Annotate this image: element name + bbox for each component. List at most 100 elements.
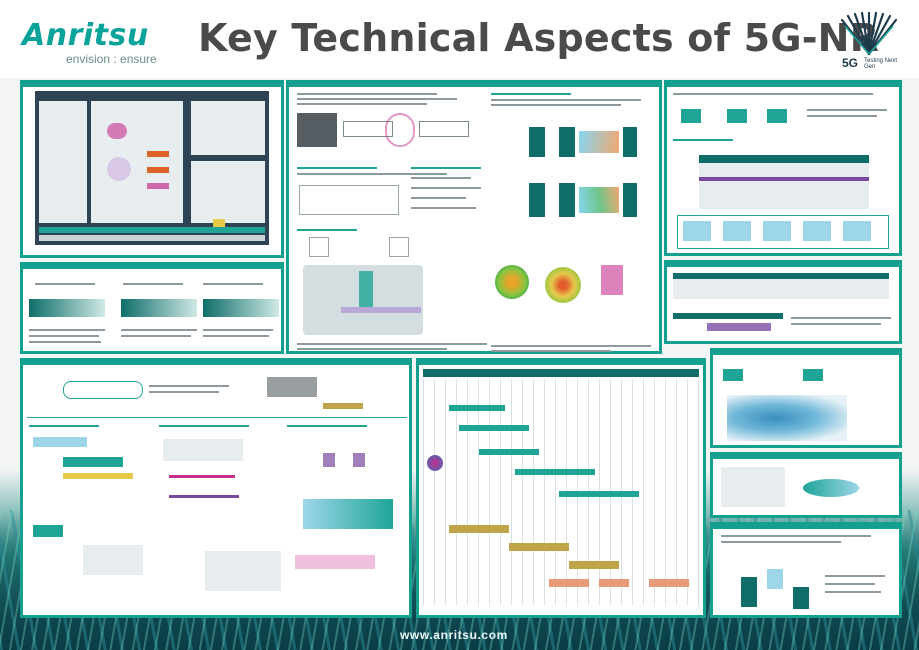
network-node bbox=[723, 369, 743, 381]
roadmap-bar bbox=[599, 579, 629, 587]
test-device-icon bbox=[741, 577, 757, 607]
panel-network-slicing bbox=[710, 452, 902, 518]
logo-wordmark: Anritsu bbox=[22, 18, 149, 53]
band-highlight bbox=[707, 323, 771, 331]
table-header bbox=[673, 313, 783, 319]
arch-column-c bbox=[191, 101, 265, 155]
slot bbox=[683, 221, 711, 241]
arch-column-b bbox=[91, 101, 183, 223]
panel-protocol bbox=[20, 358, 412, 618]
mini-table bbox=[83, 545, 143, 575]
arch-node bbox=[107, 157, 131, 181]
table-header bbox=[673, 273, 889, 279]
roadmap-bar bbox=[449, 405, 505, 411]
roadmap-bar bbox=[449, 525, 509, 533]
arch-column-a bbox=[39, 101, 87, 223]
beam-pattern-a bbox=[495, 265, 529, 299]
arch-link bbox=[147, 151, 169, 157]
network-node bbox=[803, 369, 823, 381]
slot-diagram bbox=[677, 215, 889, 249]
network-node bbox=[767, 109, 787, 123]
anritsu-logo: Anritsu envision : ensure bbox=[22, 18, 157, 67]
mimo-block bbox=[529, 127, 545, 157]
arch-link bbox=[213, 219, 225, 227]
roadmap-bar bbox=[459, 425, 529, 431]
panel-roadmap bbox=[416, 358, 706, 618]
network-node bbox=[727, 109, 747, 123]
arch-bus bbox=[39, 227, 265, 233]
mini-table bbox=[721, 467, 785, 507]
logo-tagline: envision : ensure bbox=[66, 52, 157, 66]
equipment-icon bbox=[267, 377, 317, 397]
arch-column-d bbox=[191, 161, 265, 223]
slice-disc bbox=[803, 479, 859, 497]
roadmap-bar bbox=[559, 491, 639, 497]
test-device-icon bbox=[767, 569, 783, 589]
world-map bbox=[727, 395, 847, 441]
timeline-bar bbox=[33, 437, 87, 447]
panel-global-status bbox=[710, 348, 902, 448]
spectrum-shape bbox=[203, 299, 279, 317]
globe-icon bbox=[427, 455, 443, 471]
slot bbox=[803, 221, 831, 241]
mimo-block bbox=[529, 183, 545, 217]
5g-badge-subtitle: Testing Next Gen bbox=[864, 58, 898, 70]
panel-test-solutions bbox=[710, 522, 902, 618]
roadmap-header bbox=[423, 369, 699, 377]
beam-pattern-c bbox=[601, 265, 623, 295]
cable bbox=[323, 403, 363, 409]
slot bbox=[843, 221, 871, 241]
network-node bbox=[681, 109, 701, 123]
panel-numerology bbox=[20, 262, 284, 354]
beam-ray bbox=[341, 307, 421, 313]
beam-shape bbox=[385, 113, 415, 147]
resource-block bbox=[323, 453, 335, 467]
device-icon bbox=[309, 237, 329, 257]
table-header bbox=[699, 155, 869, 163]
frame-structure bbox=[303, 499, 393, 529]
signal-line bbox=[169, 475, 235, 478]
mimo-block bbox=[623, 183, 637, 217]
device-icon bbox=[389, 237, 409, 257]
block-diagram bbox=[299, 185, 399, 215]
slot bbox=[763, 221, 791, 241]
panel-physical-layer bbox=[286, 80, 662, 354]
footer-url[interactable]: www.anritsu.com bbox=[400, 628, 508, 642]
roadmap-bar bbox=[509, 543, 569, 551]
timeline-bar bbox=[63, 457, 123, 467]
mimo-streams bbox=[579, 131, 619, 153]
mini-table bbox=[163, 439, 243, 461]
arch-bus bbox=[39, 235, 265, 241]
slot bbox=[723, 221, 751, 241]
panel-architecture bbox=[20, 80, 284, 258]
spectrum-shape bbox=[29, 299, 105, 317]
mimo-block bbox=[623, 127, 637, 157]
antenna-array-icon bbox=[297, 113, 337, 147]
frame-structure bbox=[295, 555, 375, 569]
5g-badge-label: 5G bbox=[842, 56, 859, 70]
5g-badge: 5G Testing Next Gen bbox=[836, 11, 902, 74]
beam-pattern-b bbox=[545, 267, 581, 303]
5g-fan-icon bbox=[840, 11, 898, 56]
resource-block bbox=[353, 453, 365, 467]
mimo-block bbox=[559, 127, 575, 157]
mini-table bbox=[205, 551, 281, 591]
parameter-table bbox=[699, 155, 869, 209]
table-highlight-row bbox=[699, 177, 869, 181]
signal-block bbox=[419, 121, 469, 137]
arch-link bbox=[147, 167, 169, 173]
signal-block bbox=[343, 121, 393, 137]
test-device-icon bbox=[793, 587, 809, 609]
arch-link bbox=[147, 183, 169, 189]
panel-frequency-bands bbox=[664, 260, 902, 344]
panel-deployment bbox=[664, 80, 902, 256]
timeline-bar bbox=[33, 525, 63, 537]
arch-node bbox=[107, 123, 127, 139]
roadmap-bar bbox=[649, 579, 689, 587]
header-bar: Anritsu envision : ensure Key Technical … bbox=[0, 0, 919, 78]
roadmap-bar bbox=[549, 579, 589, 587]
timeline-bar bbox=[63, 473, 133, 479]
page-title: Key Technical Aspects of 5G-NR bbox=[198, 16, 880, 60]
mimo-block bbox=[559, 183, 575, 217]
